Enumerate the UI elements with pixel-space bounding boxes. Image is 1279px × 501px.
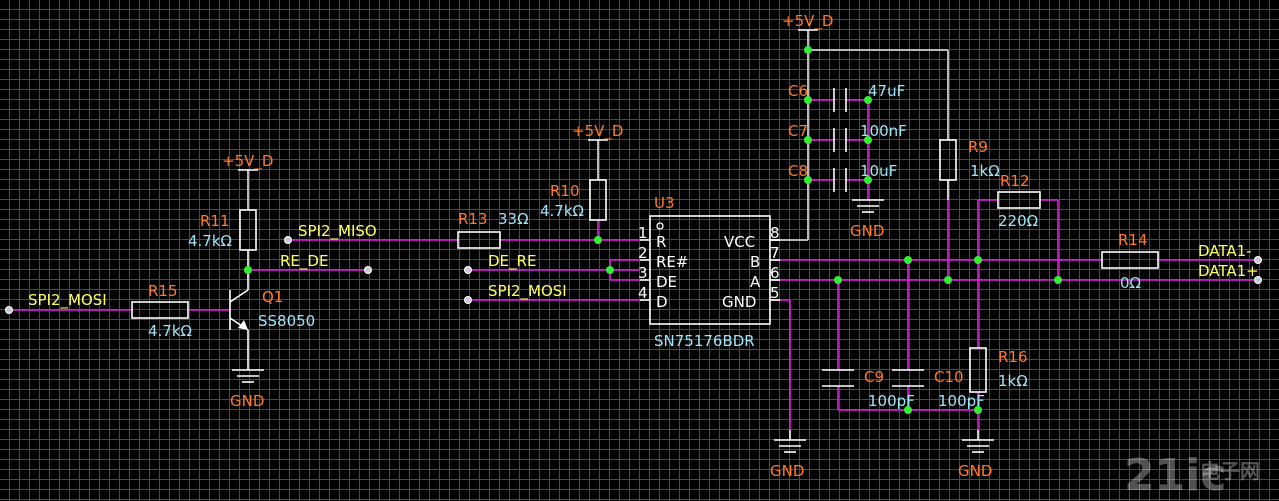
resistor-r9: R9 1kΩ	[939, 138, 1000, 200]
power-wires	[247, 30, 949, 241]
net-label-spi2-mosi: SPI2_MOSI	[488, 282, 567, 301]
signal-wires	[10, 99, 1258, 430]
c7-ref: C7	[788, 122, 808, 140]
c8-value: 10uF	[860, 162, 897, 180]
transistor-q1: Q1 SS8050	[229, 288, 315, 331]
net-label-spi2-mosi-in: SPI2_MOSI	[28, 291, 107, 310]
r11-ref: R11	[200, 212, 230, 230]
r9-value: 1kΩ	[970, 162, 1000, 180]
u3-value: SN75176BDR	[654, 332, 755, 350]
gnd-symbol-caps: GND	[850, 199, 884, 240]
c9-ref: C9	[864, 368, 884, 386]
capacitor-c7: C7 100nF	[788, 122, 907, 152]
resistor-r16: R16 1kΩ	[969, 347, 1028, 393]
vdd-symbol-r10: +5V_D	[572, 122, 623, 141]
q1-value: SS8050	[258, 312, 315, 330]
r11-value: 4.7kΩ	[188, 232, 232, 250]
r13-value: 33Ω	[498, 210, 529, 228]
r10-ref: R10	[550, 182, 580, 200]
c10-ref: C10	[934, 368, 964, 386]
port-terminals	[5, 236, 1262, 314]
c10-value: 100pF	[938, 392, 985, 410]
gnd-symbol-r16: GND	[958, 430, 994, 480]
resistor-r15: R15 4.7kΩ	[131, 282, 192, 340]
net-label-data1-minus: DATA1-	[1198, 242, 1252, 260]
capacitor-c6: C6 47uF	[788, 82, 905, 112]
net-label-spi2-miso: SPI2_MISO	[298, 222, 377, 241]
watermark-logo: 21ic	[1124, 450, 1226, 501]
u3-pin-name: DE	[656, 273, 677, 291]
r13-ref: R13	[458, 210, 488, 228]
net-label-re-de: RE_DE	[280, 252, 328, 271]
gnd-symbol-q1: GND	[230, 330, 264, 410]
r9-ref: R9	[968, 138, 988, 156]
resistor-r12: R12 220Ω	[997, 172, 1041, 230]
gnd-symbol-u3: GND	[770, 430, 806, 480]
resistor-r10: R10 4.7kΩ	[540, 179, 607, 221]
r12-ref: R12	[1000, 172, 1030, 190]
capacitor-c9: C9 100pF	[822, 368, 915, 410]
u3-pin-num: 7	[770, 244, 780, 262]
r12-value: 220Ω	[998, 212, 1038, 230]
u3-pin-num: 3	[638, 264, 648, 282]
u3-pin-num: 8	[770, 224, 780, 242]
ic-u3: U3 SN75176BDR 1 2 3 4 R RE# DE D 8 7 6 5…	[638, 194, 780, 350]
gnd-label: GND	[850, 222, 884, 240]
u3-pin-num: 2	[638, 244, 648, 262]
watermark-site: 电子网	[1200, 459, 1260, 483]
gnd-label: GND	[770, 462, 804, 480]
resistor-r14: R14 0Ω	[1101, 231, 1159, 292]
r15-value: 4.7kΩ	[148, 322, 192, 340]
c6-value: 47uF	[868, 82, 905, 100]
u3-pin-num: 6	[770, 264, 780, 282]
net-label-de-re: DE_RE	[488, 252, 536, 271]
vdd-symbol-q1: +5V_D	[222, 152, 273, 171]
gnd-label: GND	[958, 462, 992, 480]
u3-ref: U3	[654, 194, 675, 212]
u3-pin-name: D	[656, 293, 668, 311]
u3-pin-num: 1	[638, 224, 648, 242]
net-label-data1-plus: DATA1+	[1198, 262, 1259, 280]
vdd-label: +5V_D	[222, 152, 273, 171]
capacitor-c8: C8 10uF	[788, 162, 897, 192]
junction-dots	[244, 46, 1062, 414]
r14-ref: R14	[1118, 231, 1148, 249]
vdd-symbol-u3: +5V_D	[782, 12, 833, 31]
u3-pin-name: RE#	[656, 253, 688, 271]
r14-value: 0Ω	[1120, 274, 1141, 292]
c7-value: 100nF	[860, 122, 907, 140]
resistor-r13: R13 33Ω	[457, 210, 529, 249]
watermark: 21ic 电子网	[1124, 450, 1260, 501]
u3-pin-num: 5	[770, 284, 780, 302]
q1-ref: Q1	[262, 288, 283, 306]
u3-pin-name: VCC	[724, 233, 755, 251]
u3-pin-num: 4	[638, 284, 648, 302]
u3-pin-name: GND	[722, 293, 756, 311]
resistor-r11: R11 4.7kΩ	[188, 209, 257, 290]
r16-value: 1kΩ	[998, 372, 1028, 390]
u3-pin-name: R	[656, 233, 666, 251]
vdd-label: +5V_D	[782, 12, 833, 31]
r10-value: 4.7kΩ	[540, 202, 584, 220]
c6-ref: C6	[788, 82, 808, 100]
net-labels: SPI2_MOSI SPI2_MISO RE_DE DE_RE SPI2_MOS…	[28, 222, 1259, 310]
vdd-label: +5V_D	[572, 122, 623, 141]
c9-value: 100pF	[868, 392, 915, 410]
r16-ref: R16	[998, 348, 1028, 366]
u3-pin-name: A	[750, 273, 761, 291]
capacitor-c10: C10 100pF	[892, 368, 985, 410]
gnd-label: GND	[230, 392, 264, 410]
u3-pin-name: B	[750, 253, 760, 271]
r15-ref: R15	[148, 282, 178, 300]
c8-ref: C8	[788, 162, 808, 180]
